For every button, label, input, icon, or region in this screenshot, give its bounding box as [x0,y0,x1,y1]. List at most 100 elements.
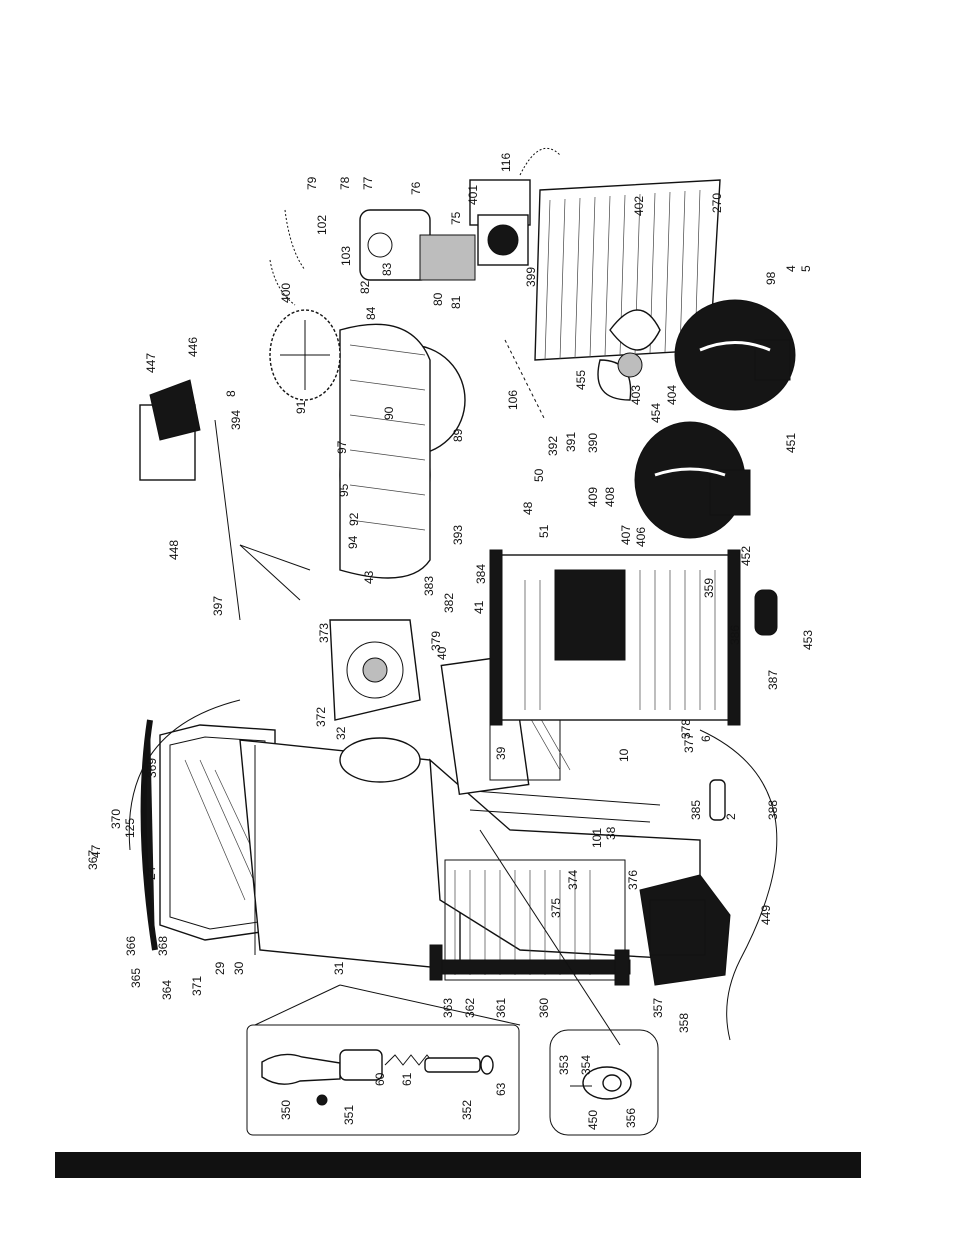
callout: 408 [603,487,617,507]
compressor-lower [634,421,751,539]
callout: 77 [361,176,375,190]
callout: 92 [347,512,361,526]
callout: 394 [229,410,243,430]
callout: 75 [449,211,463,225]
callout: 31 [332,961,346,975]
callout: 388 [766,800,780,820]
wire-harness [128,699,241,851]
callout: 6 [699,735,713,742]
callout: 10 [617,748,631,762]
drip-tray [639,874,731,986]
callout: 452 [739,546,753,566]
callout: 365 [129,968,143,988]
callout: 374 [566,870,580,890]
callout: 387 [766,670,780,690]
callout: 391 [564,432,578,452]
callout: 400 [279,283,293,303]
callout: 386 [728,625,742,645]
callout: 377 [682,733,696,753]
callout: 399 [524,267,538,287]
evaporator-drum [339,323,466,579]
front-panel [489,549,741,726]
callout: 356 [624,1108,638,1128]
inset-caster-parts [549,1029,659,1136]
callout: 24 [144,866,158,880]
callout: 101 [590,828,604,848]
callout: 367 [86,850,100,870]
callout: 5 [799,265,813,272]
callout: 403 [629,385,643,405]
cabinet-body [239,654,701,986]
callout: 4 [784,265,798,272]
callout: 363 [441,998,455,1018]
callout: 358 [677,1013,691,1033]
callout: 359 [702,578,716,598]
callout: 354 [579,1055,593,1075]
callout: 61 [400,1072,414,1086]
callout: 2 [724,813,738,820]
power-cord [699,729,778,1041]
callout-labels: 2 4 5 6 8 10 24 29 30 31 32 38 39 40 41 … [86,153,815,1130]
callout: 79 [305,176,319,190]
callout: 384 [474,564,488,584]
callout: 90 [382,406,396,420]
callout: 373 [317,623,331,643]
o-ring-part [480,1055,494,1075]
callout: 448 [167,540,181,560]
callout: 41 [472,600,486,614]
spring-part [384,1054,436,1066]
callout: 89 [451,428,465,442]
callout: 446 [186,337,200,357]
callout: 360 [537,998,551,1018]
capacitor-part [754,589,778,636]
callout: 95 [337,483,351,497]
fan-motor [469,179,531,266]
callout: 383 [422,576,436,596]
footer-bar [55,1152,861,1178]
callout: 76 [409,181,423,195]
callout: 393 [451,525,465,545]
callout: 48 [521,501,535,515]
callout: 83 [380,262,394,276]
callout: 63 [494,1082,508,1096]
callout: 103 [339,246,353,266]
handle-part [261,1053,341,1085]
callout: 82 [358,280,372,294]
callout: 454 [649,403,663,423]
drip-tray-opening [554,569,626,661]
callout: 97 [335,440,349,454]
callout: 362 [463,998,477,1018]
screw-part [316,1094,328,1106]
probe-rod [214,419,241,621]
callout: 81 [449,295,463,309]
callout: 368 [156,936,170,956]
callout: 350 [279,1100,293,1120]
callout: 60 [373,1072,387,1086]
callout: 376 [626,870,640,890]
callout: 80 [431,292,445,306]
callout: 455 [574,370,588,390]
callout: 372 [314,707,328,727]
callout: 106 [506,390,520,410]
callout: 369 [145,758,159,778]
callout: 352 [460,1100,474,1120]
callout: 270 [710,193,724,213]
valve-cam-part [339,1049,383,1081]
foot-part [709,779,726,821]
callout: 98 [764,271,778,285]
callout: 382 [442,593,456,613]
callout: 102 [315,215,329,235]
callout: 370 [109,809,123,829]
gear-motor [359,209,476,281]
callout: 8 [224,390,238,397]
inset-valve-parts [246,1024,520,1136]
callout: 397 [211,596,225,616]
callout: 407 [619,525,633,545]
callout: 378 [679,719,693,739]
callout: 78 [338,176,352,190]
callout: 32 [334,726,348,740]
callout: 453 [801,630,815,650]
callout: 29 [213,961,227,975]
callout: 402 [632,196,646,216]
